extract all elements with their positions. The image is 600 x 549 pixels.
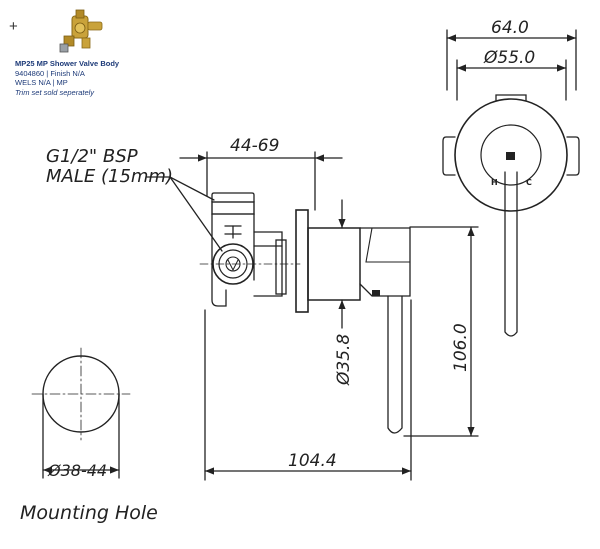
dim-width: 64.0 xyxy=(491,18,529,38)
dim-length: 104.4 xyxy=(288,451,337,471)
plus-symbol: + xyxy=(9,18,18,35)
thread-label-line1: G1/2" BSP xyxy=(46,146,138,167)
mounting-hole-label: Mounting Hole xyxy=(20,502,158,524)
trim-note: Trim set sold seperately xyxy=(15,87,95,97)
product-code-line: 9404860 | Finish N/A xyxy=(15,68,85,78)
dim-hole-dia: Ø38-44 xyxy=(47,461,107,480)
front-view xyxy=(442,29,580,337)
dim-body-dia: Ø35.8 xyxy=(334,334,354,386)
dim-plate-dia: Ø55.0 xyxy=(483,48,535,68)
side-view xyxy=(199,192,411,434)
thread-label-line2: MALE (15mm) xyxy=(46,166,173,187)
dim-depth: 44-69 xyxy=(230,136,279,156)
product-title: MP25 MP Shower Valve Body xyxy=(15,59,120,68)
dim-height: 106.0 xyxy=(451,323,471,372)
cold-mark: C xyxy=(526,178,532,187)
valve-body-thumbnail xyxy=(59,9,103,53)
wels-line: WELS N/A | MP xyxy=(15,78,68,87)
hot-mark: H xyxy=(491,178,498,187)
product-info: MP25 MP Shower Valve Body 9404860 | Fini… xyxy=(15,59,119,97)
mounting-hole-view xyxy=(31,347,131,479)
